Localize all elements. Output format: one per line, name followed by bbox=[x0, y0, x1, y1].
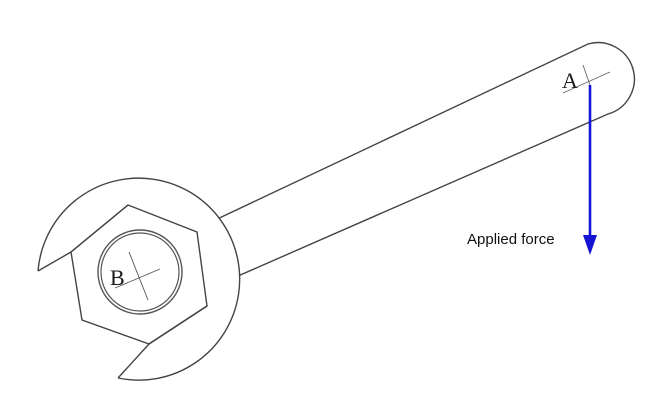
bolt-circle bbox=[97, 229, 183, 315]
jaw-lower-edge bbox=[148, 305, 208, 345]
applied-force-caption: Applied force bbox=[467, 231, 555, 248]
point-b-crosshair bbox=[114, 251, 161, 301]
arrow-head-icon bbox=[583, 235, 597, 255]
wrench-handle bbox=[212, 41, 636, 277]
point-b-label: B bbox=[110, 265, 125, 290]
point-a-label: A bbox=[562, 68, 578, 93]
jaw-upper-edge bbox=[70, 204, 129, 253]
force-arrow bbox=[583, 85, 597, 255]
point-a-crosshair bbox=[562, 64, 611, 94]
